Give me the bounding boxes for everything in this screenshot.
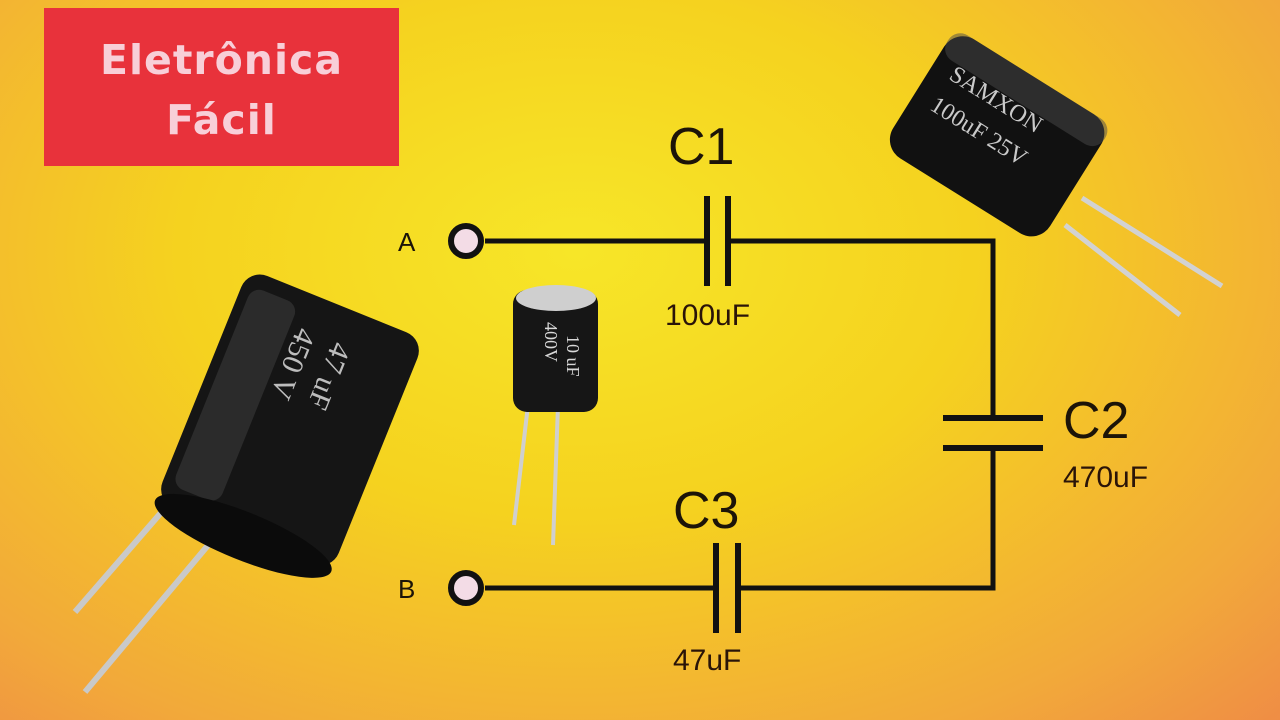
- capacitor-c1-symbol: [704, 196, 731, 286]
- capacitor-body: [889, 36, 1105, 237]
- capacitor-photo-large-left: 47 uF 450 V: [72, 274, 419, 694]
- capacitor-c1-name: C1: [668, 118, 734, 176]
- lead-1: [1080, 195, 1224, 289]
- title-badge: Eletrônica Fácil: [44, 8, 399, 166]
- capacitor-c2-symbol: [943, 415, 1043, 451]
- capacitor-body: [161, 274, 419, 566]
- body-highlight: [175, 289, 296, 501]
- capacitor-photo-small-center: 10 uF 400V: [512, 285, 598, 546]
- badge-title-line1: Eletrônica: [99, 36, 344, 84]
- terminal-b-label: B: [398, 574, 415, 604]
- terminal-a: [448, 223, 484, 259]
- lead-1: [512, 404, 530, 526]
- capacitor-photo-top-right: SAMXON 100uF 25V: [889, 33, 1224, 317]
- wires: [485, 238, 996, 591]
- body-highlight: [945, 33, 1108, 147]
- capacitor-c3-value: 47uF: [673, 644, 741, 677]
- capacitor-top: [516, 285, 596, 311]
- lead-2: [1063, 223, 1182, 317]
- marking-voltage: 400V: [541, 322, 561, 362]
- lead-2: [82, 523, 228, 694]
- capacitor-c3-name: C3: [673, 482, 739, 540]
- lead-2: [551, 404, 560, 546]
- terminal-b: [448, 570, 484, 606]
- terminal-a-label: A: [398, 227, 416, 257]
- capacitor-c3-symbol: [713, 543, 741, 633]
- capacitor-body: [513, 290, 598, 412]
- capacitor-c1-value: 100uF: [665, 299, 750, 332]
- capacitor-c2-value: 470uF: [1063, 461, 1148, 494]
- badge-title-line2: Fácil: [166, 96, 277, 144]
- wire-c1-to-c2: [728, 238, 996, 418]
- capacitor-base: [154, 493, 332, 578]
- wire-c2-to-c3: [738, 448, 996, 591]
- marking-capacitance: 10 uF: [563, 335, 583, 377]
- capacitor-c2-name: C2: [1063, 392, 1129, 450]
